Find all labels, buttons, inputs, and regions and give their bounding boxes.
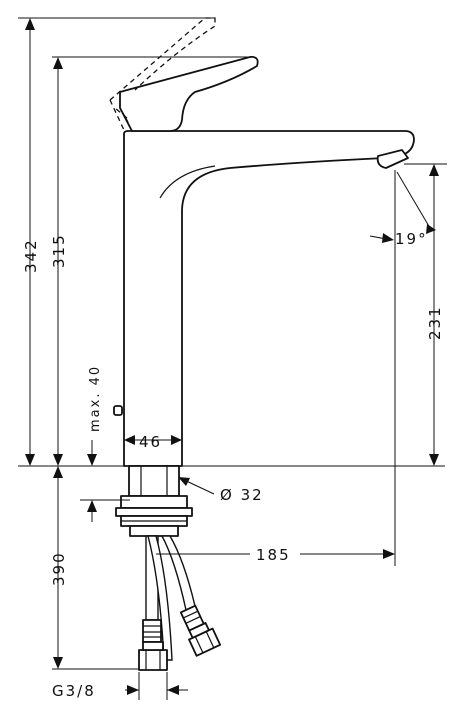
- label-max-40: max. 40: [88, 365, 103, 432]
- label-g38: G3/8: [52, 682, 96, 700]
- dimension-spout-angle: 19°: [369, 171, 436, 248]
- dimension-spout-height: 315: [50, 57, 68, 466]
- dimension-hose-length: 390: [50, 466, 97, 669]
- lever-handle: [119, 56, 259, 132]
- label-185: 185: [256, 546, 291, 564]
- dimension-outlet-height: 231: [426, 164, 444, 466]
- dimension-thread-diameter: Ø 32: [178, 477, 264, 504]
- dimension-connection-thread: G3/8: [52, 672, 188, 700]
- faucet-body: [113, 130, 415, 467]
- label-46: 46: [139, 433, 162, 451]
- lever-raised-position: [109, 17, 216, 131]
- mounting-nut: [120, 495, 188, 509]
- dimension-popup: max. 40: [87, 365, 103, 466]
- mounting-assembly: [115, 465, 193, 537]
- dimension-overall-height: 342: [22, 18, 40, 466]
- label-19-deg: 19°: [395, 230, 428, 248]
- label-315: 315: [50, 233, 68, 268]
- label-342: 342: [22, 238, 40, 273]
- connection-fitting: [138, 649, 168, 671]
- label-231: 231: [426, 305, 444, 340]
- label-390: 390: [50, 551, 68, 586]
- popup-knob: [113, 405, 123, 416]
- reference-lines: [18, 17, 447, 670]
- dimension-body-diameter: 46: [124, 433, 182, 451]
- label-d32: Ø 32: [220, 486, 264, 504]
- supply-hoses: [138, 535, 222, 671]
- dimension-spout-reach: 185: [156, 546, 395, 564]
